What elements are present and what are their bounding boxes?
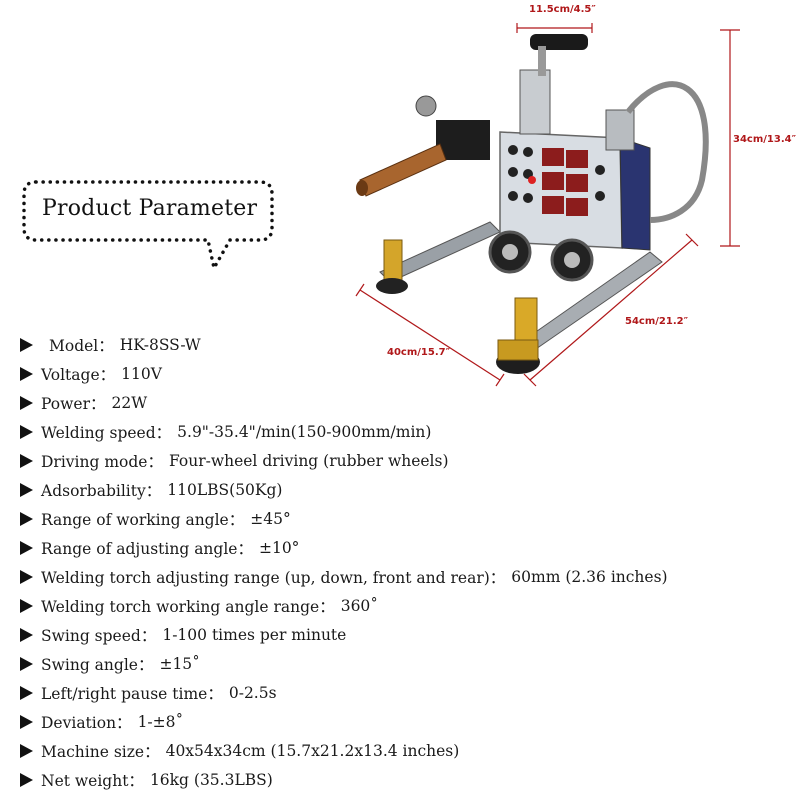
torch-arm bbox=[356, 95, 490, 197]
arrow-bullet-icon bbox=[20, 395, 33, 410]
param-value: 0-2.5s bbox=[228, 683, 277, 702]
param-label: Swing speed： bbox=[41, 626, 157, 645]
param-item-working-angle: Range of working angle： ±45° bbox=[20, 504, 780, 533]
arrow-bullet-icon bbox=[20, 743, 33, 758]
param-value: 360˚ bbox=[340, 596, 379, 615]
param-value: 60mm (2.36 inches) bbox=[511, 567, 668, 586]
param-item-net-weight: Net weight： 16kg (35.3LBS) bbox=[20, 765, 780, 794]
arrow-bullet-icon bbox=[20, 366, 33, 381]
param-value: 22W bbox=[111, 393, 148, 412]
param-label: Power： bbox=[41, 394, 106, 413]
param-label: Driving mode： bbox=[41, 452, 163, 471]
param-item-voltage: Voltage： 110V bbox=[20, 359, 780, 388]
param-item-model: Model： HK-8SS-W bbox=[20, 330, 780, 359]
magnet-feet bbox=[376, 239, 540, 374]
arrow-bullet-icon bbox=[20, 540, 33, 555]
param-label: Deviation： bbox=[41, 713, 132, 732]
title-bubble: Product Parameter bbox=[22, 178, 274, 273]
page-title: Product Parameter bbox=[42, 196, 258, 221]
param-label: Model： bbox=[49, 336, 114, 355]
arrow-bullet-icon bbox=[20, 714, 33, 729]
param-label: Left/right pause time： bbox=[41, 684, 223, 703]
arrow-bullet-icon bbox=[20, 656, 33, 671]
param-label: Adsorbability： bbox=[41, 481, 162, 500]
parameter-list: Model： HK-8SS-W Voltage： 110V Power： 22W We… bbox=[20, 330, 780, 794]
param-item-adsorbability: Adsorbability： 110LBS(50Kg) bbox=[20, 475, 780, 504]
arrow-bullet-icon bbox=[20, 569, 33, 584]
param-value: ±45° bbox=[250, 509, 291, 528]
arrow-bullet-icon bbox=[20, 337, 33, 352]
param-value: Four-wheel driving (rubber wheels) bbox=[168, 451, 449, 470]
param-item-deviation: Deviation： 1-±8˚ bbox=[20, 707, 780, 736]
dimension-label-top: 11.5cm/4.5″ bbox=[529, 4, 596, 15]
param-label: Welding torch adjusting range (up, down,… bbox=[41, 568, 506, 587]
arrow-bullet-icon bbox=[20, 685, 33, 700]
param-label: Welding torch working angle range： bbox=[41, 597, 335, 616]
param-item-adjusting-angle: Range of adjusting angle： ±10° bbox=[20, 533, 780, 562]
param-item-torch-adjusting-range: Welding torch adjusting range (up, down,… bbox=[20, 562, 780, 591]
machine-body bbox=[499, 131, 651, 251]
param-label: Welding speed： bbox=[41, 423, 172, 442]
param-item-welding-speed: Welding speed： 5.9"-35.4"/min(150-900mm/m… bbox=[20, 417, 780, 446]
dimension-label-width: 40cm/15.7″ bbox=[387, 347, 451, 358]
dimension-label-height: 34cm/13.4″ bbox=[733, 134, 797, 145]
arrow-bullet-icon bbox=[20, 511, 33, 526]
param-label: Swing angle： bbox=[41, 655, 154, 674]
param-value: 1-±8˚ bbox=[137, 712, 184, 731]
param-label: Range of working angle： bbox=[41, 510, 245, 529]
arrow-bullet-icon bbox=[20, 598, 33, 613]
param-value: 1-100 times per minute bbox=[162, 625, 347, 644]
wheels bbox=[488, 230, 594, 282]
arrow-bullet-icon bbox=[20, 627, 33, 642]
param-value: ±10° bbox=[258, 538, 300, 557]
param-item-machine-size: Machine size： 40x54x34cm (15.7x21.2x13.4 … bbox=[20, 736, 780, 765]
param-value: 16kg (35.3LBS) bbox=[149, 770, 273, 789]
arrow-bullet-icon bbox=[20, 482, 33, 497]
param-label: Voltage： bbox=[41, 365, 116, 384]
speech-bubble-outline bbox=[22, 180, 274, 273]
param-item-swing-speed: Swing speed： 1-100 times per minute bbox=[20, 620, 780, 649]
param-item-driving-mode: Driving mode： Four-wheel driving (rubber … bbox=[20, 446, 780, 475]
arrow-bullet-icon bbox=[20, 772, 33, 787]
param-value: HK-8SS-W bbox=[119, 335, 201, 354]
param-value: 110V bbox=[121, 364, 162, 383]
param-item-torch-angle-range: Welding torch working angle range： 360˚ bbox=[20, 591, 780, 620]
param-value: 5.9"-35.4"/min(150-900mm/min) bbox=[177, 422, 432, 441]
param-item-power: Power： 22W bbox=[20, 388, 780, 417]
param-label: Range of adjusting angle： bbox=[41, 539, 253, 558]
torch-column bbox=[519, 34, 709, 223]
param-value: 110LBS(50Kg) bbox=[167, 480, 283, 499]
dimension-label-depth: 54cm/21.2″ bbox=[625, 316, 689, 327]
welding-carriage-image bbox=[355, 23, 740, 387]
param-label: Net weight： bbox=[41, 771, 144, 790]
param-value: ±15˚ bbox=[159, 654, 200, 673]
arrow-bullet-icon bbox=[20, 453, 33, 468]
arrow-bullet-icon bbox=[20, 424, 33, 439]
param-item-swing-angle: Swing angle： ±15˚ bbox=[20, 649, 780, 678]
param-value: 40x54x34cm (15.7x21.2x13.4 inches) bbox=[165, 741, 460, 760]
param-item-pause-time: Left/right pause time： 0-2.5s bbox=[20, 678, 780, 707]
dimension-lines bbox=[355, 23, 740, 387]
param-label: Machine size： bbox=[41, 742, 160, 761]
